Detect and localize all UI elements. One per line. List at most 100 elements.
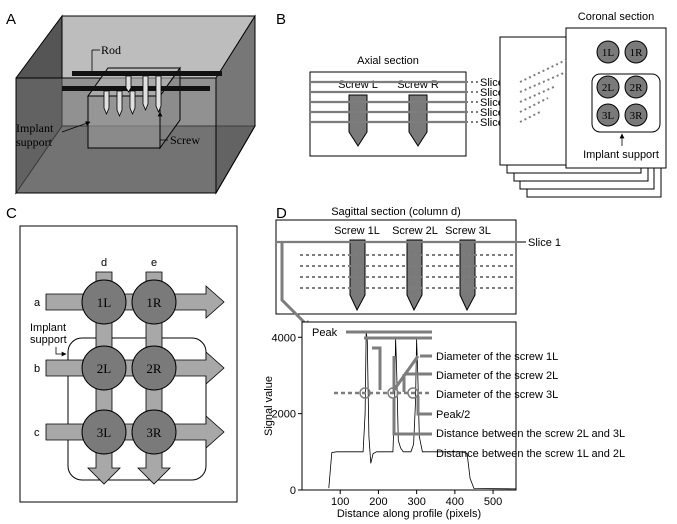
circle-3l (81, 409, 127, 455)
slice-connector (519, 59, 567, 83)
slice-connector (519, 71, 567, 93)
panel-letter-d: D (276, 205, 287, 222)
slice-to-plot-arrow (280, 242, 314, 332)
panel-letter-c: C (6, 205, 17, 222)
screw-1l-label: Screw 1L (334, 225, 380, 237)
circle-label: 2L (602, 82, 615, 94)
row-label-c: c (34, 427, 40, 439)
circle-1l (81, 279, 127, 325)
circle-label: 1R (630, 47, 644, 59)
circle-1r (131, 279, 177, 325)
peak-label: Peak (312, 327, 338, 339)
diameter-2l-connector (392, 355, 420, 395)
col-label-d: d (101, 257, 107, 269)
distance-1l-2l-line (392, 398, 432, 436)
screw (142, 75, 149, 112)
circle-label: 2R (630, 82, 644, 94)
implant-support-label-c: support (30, 334, 67, 346)
implant-support-label-b: Implant support (583, 149, 659, 161)
circle-1l (596, 40, 620, 64)
screw-3l (459, 239, 476, 312)
slice-1-label: Slice 1 (528, 237, 561, 249)
y-tick-label: 4000 (272, 332, 296, 344)
grid-circles (81, 279, 177, 455)
circle-label: 3R (146, 425, 162, 440)
x-tick-label: 400 (446, 496, 464, 508)
circle-2r (131, 345, 177, 391)
distance-2l-3l-label: Distance between the screw 2L and 3L (436, 428, 625, 440)
circle-label: 3L (602, 110, 615, 122)
row-label-b: b (34, 363, 40, 375)
implant-support-outline-b (591, 73, 661, 133)
circle-2l (596, 75, 620, 99)
diameter-1l-connector (372, 346, 382, 390)
slice-connector (519, 97, 549, 113)
col-label-e: e (151, 257, 157, 269)
panel-c: 1L 1R 2L 2R 3L 3R d e a b c Implant supp… (19, 225, 238, 503)
slice-connector (519, 85, 557, 103)
annotation-lines (346, 330, 432, 436)
circle-2r (624, 75, 648, 99)
screw-r (408, 94, 428, 147)
screw-3l-label: Screw 3L (445, 225, 491, 237)
implant-support-block (87, 95, 161, 149)
screw (116, 90, 123, 118)
implant-support-label-a: Implant (16, 121, 54, 135)
plot-frame (301, 321, 517, 491)
x-axis-label: Distance along profile (pixels) (337, 508, 481, 520)
screw-l-label: Screw L (338, 79, 378, 91)
coronal-title: Coronal section (578, 11, 654, 23)
rod-1 (72, 71, 222, 76)
screw-arrow (157, 111, 168, 141)
diameter-2l-label: Diameter of the screw 2L (436, 370, 558, 382)
panel-letter-b: B (276, 11, 286, 28)
screw-2l-label: Screw 2L (392, 225, 438, 237)
circle-label: 3L (97, 425, 112, 440)
screw (125, 75, 132, 93)
distance-2l-3l-line (416, 396, 432, 416)
screw-l (348, 94, 368, 147)
crossing-circle (407, 387, 419, 399)
rod-2 (62, 86, 210, 91)
screws (103, 75, 162, 118)
screw (103, 90, 110, 116)
implant-support-label-c: Implant (30, 322, 66, 334)
signal-line (328, 331, 517, 490)
panel-a: Rod Implant support Screw (15, 14, 256, 195)
slice-connector (519, 111, 541, 123)
implant-support-arrow (61, 121, 91, 133)
circle-label: 3R (630, 110, 644, 122)
x-tick-label: 300 (407, 496, 425, 508)
signal-profile (328, 331, 517, 490)
screw-label: Screw (170, 133, 200, 147)
screw (129, 90, 136, 116)
circle-label: 2R (146, 361, 162, 376)
diameter-3l-label: Diameter of the screw 3L (436, 389, 558, 401)
y-tick-label: 2000 (272, 409, 296, 421)
circle-2l (81, 345, 127, 391)
axial-frame (309, 71, 467, 157)
circle-label: 2L (97, 361, 112, 376)
implant-support-outline-c (67, 337, 207, 481)
crossing-circle (387, 387, 399, 399)
screw (155, 75, 162, 114)
diameter-1l-label: Diameter of the screw 1L (436, 351, 558, 363)
x-tick-label: 500 (484, 496, 502, 508)
implant-support-arrow-c (55, 347, 67, 357)
screw-1l (349, 239, 366, 312)
y-axis-label: Signal value (263, 376, 275, 436)
circle-3r (131, 409, 177, 455)
distance-1l-2l-label: Distance between the screw 1L and 2L (436, 448, 625, 460)
circle-label: 1L (97, 295, 112, 310)
circle-label: 1L (602, 47, 615, 59)
circle-label: 1R (146, 295, 162, 310)
box-right-face (215, 14, 256, 195)
sagittal-title: Sagittal section (column d) (331, 206, 461, 218)
panel-d: Sagittal section (column d) Screw 1L Scr… (263, 206, 625, 520)
circle-3r (624, 103, 648, 127)
slice-dashed-lines (300, 254, 516, 289)
screw-r-label: Screw R (397, 79, 439, 91)
crossing-circle (359, 387, 371, 399)
